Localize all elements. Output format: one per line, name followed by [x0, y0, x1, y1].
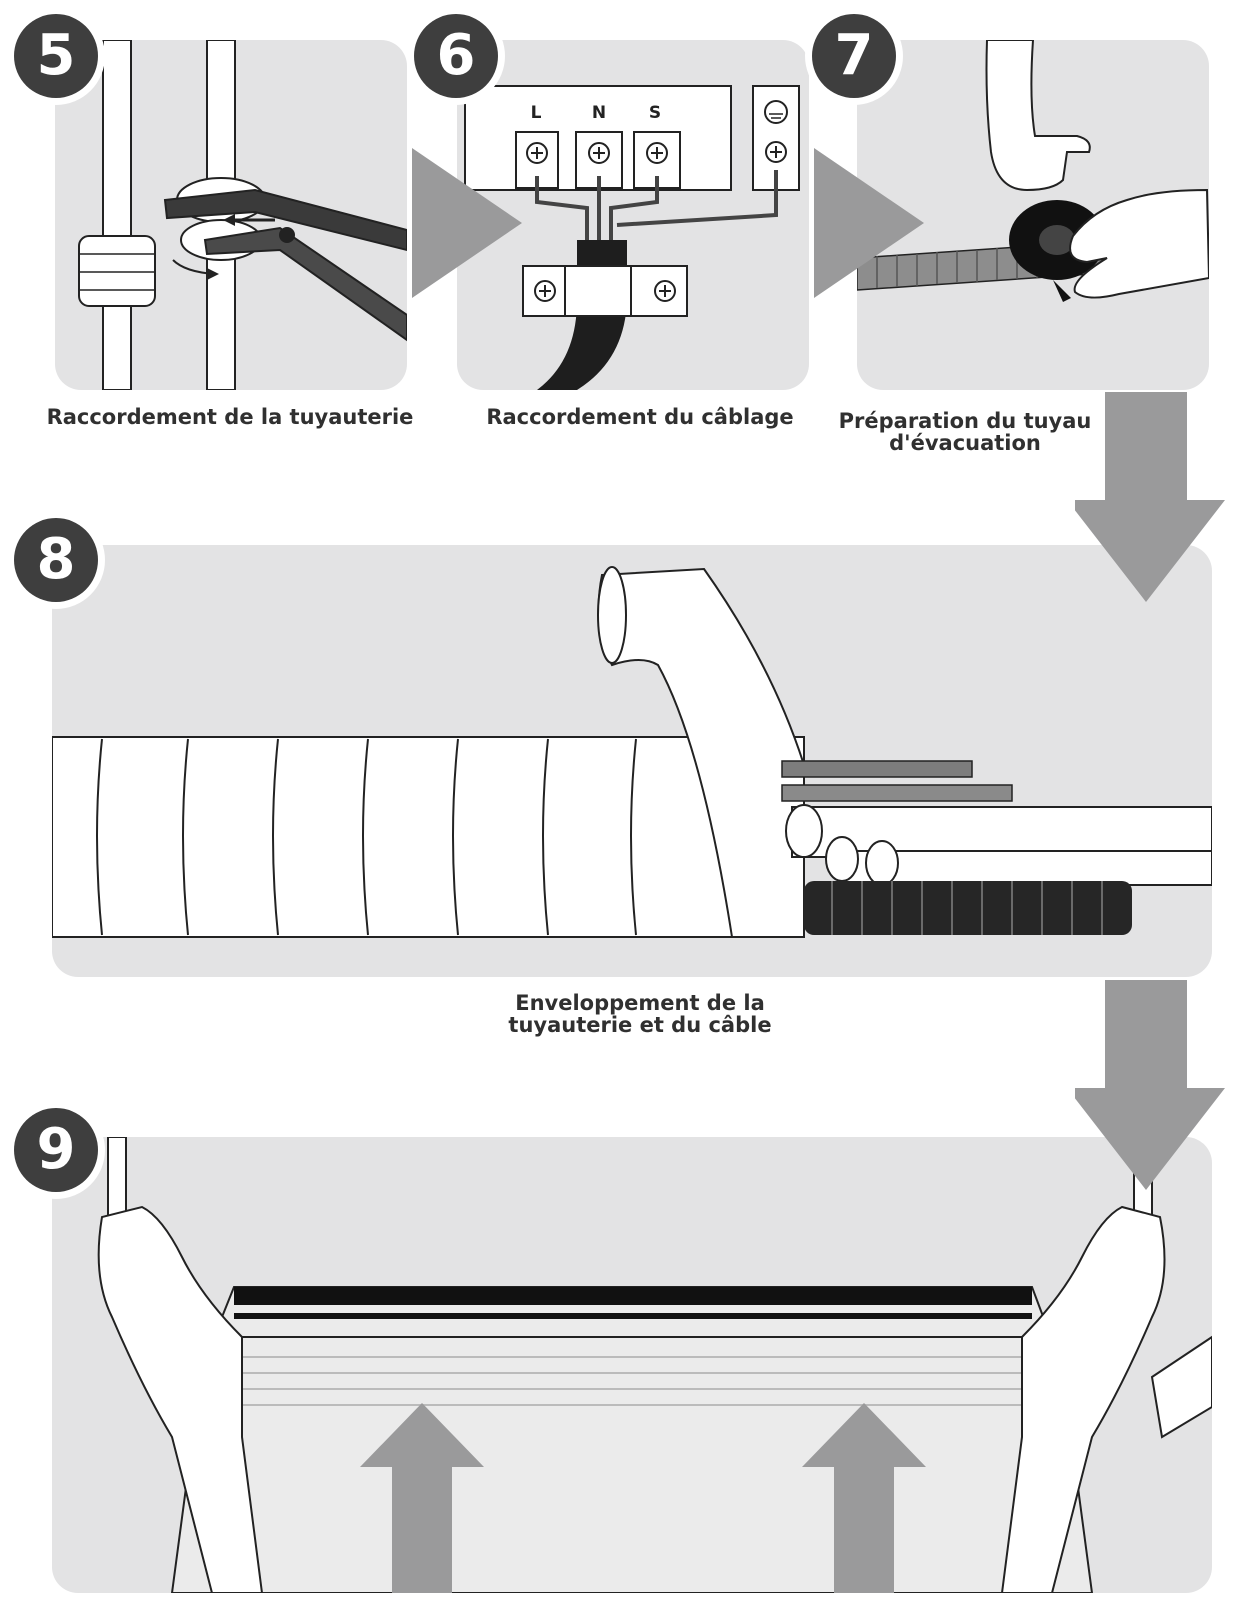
- step-8-caption-line1: Enveloppement de la: [515, 991, 765, 1015]
- step-7-caption-line2: d'évacuation: [889, 431, 1041, 455]
- lift-arrow-right-icon: [802, 1403, 926, 1593]
- arrow-right-5-to-6-icon: [412, 148, 522, 298]
- step-5-panel: [55, 40, 407, 390]
- step-7-number-badge: 7: [812, 14, 896, 98]
- wiring-terminal-illustration: L N S: [464, 85, 800, 390]
- unit-mounting-illustration: [97, 1137, 1212, 1593]
- step-6-number-badge: 6: [414, 14, 498, 98]
- step-6-panel: L N S: [457, 40, 809, 390]
- terminal-label-s: S: [649, 103, 661, 123]
- arrow-down-8-to-9-icon: [1075, 980, 1225, 1190]
- step-9-panel: [52, 1137, 1212, 1593]
- step-8-number-badge: 8: [14, 518, 98, 602]
- step-5-number-badge: 5: [14, 14, 98, 98]
- pipe-wrapping-illustration: [52, 566, 1212, 938]
- pipe-wrench-illustration: [78, 40, 407, 390]
- step-7-caption: Préparation du tuyau d'évacuation: [830, 410, 1100, 454]
- step-8-caption: Enveloppement de la tuyauterie et du câb…: [440, 992, 840, 1036]
- step-9-number-badge: 9: [14, 1108, 98, 1192]
- step-6-caption: Raccordement du câblage: [486, 405, 794, 429]
- step-8-panel: [52, 545, 1212, 977]
- step-5-caption: Raccordement de la tuyauterie: [46, 405, 414, 429]
- terminal-label-n: N: [592, 103, 606, 123]
- arrow-right-6-to-7-icon: [814, 148, 924, 298]
- drain-hose-taping-illustration: [857, 40, 1209, 302]
- arrow-down-7-to-8-icon: [1075, 392, 1225, 602]
- terminal-label-l: L: [531, 103, 542, 123]
- step-7-caption-line1: Préparation du tuyau: [838, 409, 1092, 433]
- step-8-caption-line2: tuyauterie et du câble: [508, 1013, 772, 1037]
- lift-arrow-left-icon: [360, 1403, 484, 1593]
- step-7-panel: [857, 40, 1209, 390]
